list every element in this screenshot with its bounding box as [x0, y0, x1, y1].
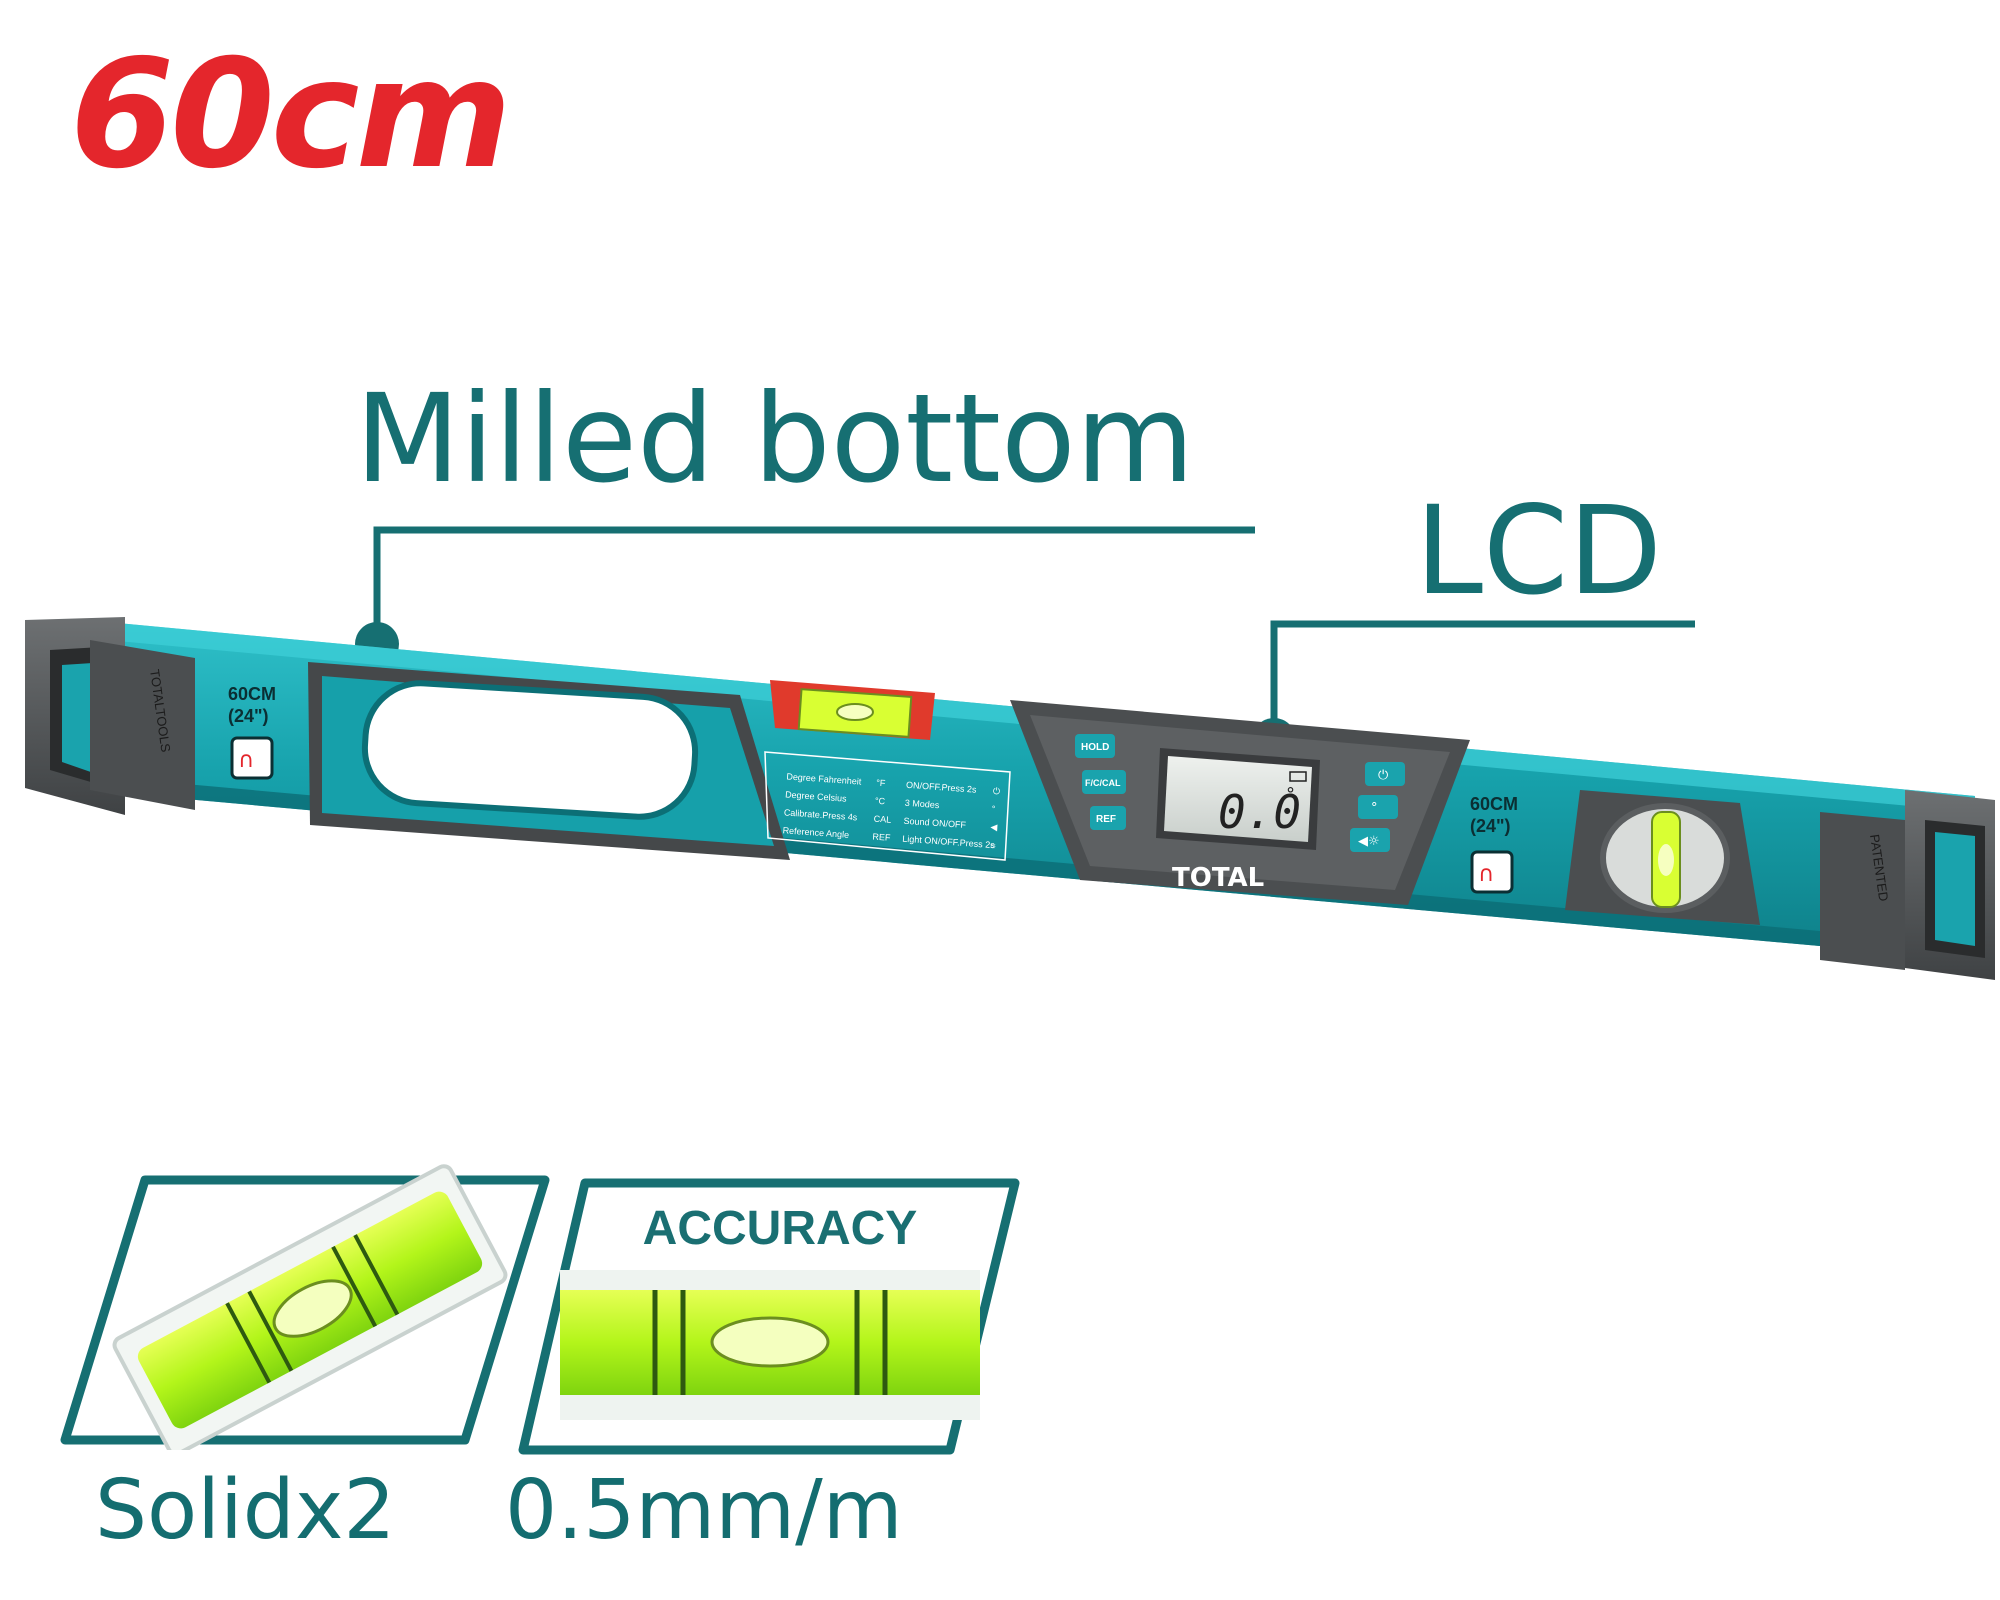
- hold-button[interactable]: HOLD: [1075, 734, 1115, 758]
- magnet-icon: [1470, 850, 1514, 894]
- legend-left-4: Reference Angle: [782, 825, 849, 840]
- length-mark-left-metric: 60CM: [228, 684, 276, 704]
- top-vial: [770, 680, 935, 740]
- power-button[interactable]: ⏻: [1365, 762, 1405, 786]
- lcd-reading: 0.0: [1218, 785, 1301, 839]
- length-mark-right-imperial: (24"): [1470, 816, 1511, 836]
- f-c-cal-button[interactable]: F/C/CAL: [1082, 770, 1126, 794]
- legend-left-4-key: REF: [872, 832, 891, 843]
- legend-right-1: ON/OFF.Press 2s: [906, 780, 978, 795]
- legend-right-3: Sound ON/OFF: [903, 816, 967, 830]
- length-mark-right: 60CM (24") ∩: [1470, 794, 1518, 894]
- length-mark-left: 60CM (24") ∩: [228, 684, 276, 780]
- spirit-level-illustration: TOTALTOOLS PATENTED 60CM (24") ∩ 60CM (2…: [25, 526, 1995, 980]
- legend-left-2-key: °C: [875, 796, 886, 807]
- legend-left-3-key: CAL: [873, 814, 891, 825]
- legend-right-3-key: ◀: [990, 822, 998, 832]
- milled-callout-line: [373, 526, 1255, 640]
- solid-vials-caption: Solidx2: [95, 1463, 396, 1558]
- svg-text:HOLD: HOLD: [1081, 742, 1109, 753]
- svg-text:F/C/CAL: F/C/CAL: [1085, 778, 1121, 788]
- lcd-buttons-right: ⏻ ° ◀☼: [1350, 762, 1405, 852]
- rotary-vial: [1565, 790, 1760, 925]
- lcd-screen: 0.0 °: [1156, 748, 1320, 850]
- magnet-icon: [230, 736, 274, 780]
- battery-icon: [1289, 771, 1307, 782]
- accuracy-panel: [518, 1178, 1020, 1455]
- vial-tube: [112, 1164, 508, 1450]
- power-icon: ⏻: [1378, 768, 1388, 783]
- accuracy-caption: 0.5mm/m: [505, 1463, 903, 1558]
- lcd-callout-line: [1270, 620, 1695, 735]
- mode-icon: °: [1371, 801, 1378, 816]
- legend-left-1-key: °F: [876, 778, 886, 789]
- length-mark-left-imperial: (24"): [228, 706, 269, 726]
- lcd-buttons-left: HOLD F/C/CAL REF: [1075, 734, 1126, 830]
- ref-button[interactable]: REF: [1090, 806, 1126, 830]
- length-mark-right-metric: 60CM: [1470, 794, 1518, 814]
- legend-right-2: 3 Modes: [905, 798, 941, 810]
- lcd-degree: °: [1286, 784, 1295, 805]
- milled-bottom-label: Milled bottom: [355, 368, 1195, 510]
- lcd-label: LCD: [1415, 480, 1663, 622]
- svg-text:∩: ∩: [1478, 862, 1494, 887]
- sound-light-button[interactable]: ◀☼: [1350, 828, 1390, 852]
- svg-text:REF: REF: [1096, 814, 1116, 825]
- mode-button[interactable]: °: [1358, 795, 1398, 819]
- accuracy-vial: [560, 1270, 980, 1420]
- right-end-cap: [1820, 790, 1995, 980]
- milled-handle: [308, 662, 790, 860]
- legend-left-2: Degree Celsius: [785, 789, 848, 803]
- sound-light-icon: ◀☼: [1358, 834, 1380, 849]
- legend-right-4-key: ☼: [989, 840, 998, 851]
- solid-vials-panel: [60, 1164, 550, 1450]
- function-legend: Degree Fahrenheit °F Degree Celsius °C C…: [764, 751, 1011, 861]
- legend-right-2-key: °: [991, 804, 996, 814]
- accuracy-title: ACCURACY: [642, 1202, 918, 1255]
- size-heading: 60cm: [70, 28, 512, 202]
- brand-logo: TOTAL: [1172, 863, 1264, 893]
- svg-text:∩: ∩: [238, 748, 254, 773]
- legend-right-1-key: ⏻: [993, 786, 1001, 796]
- left-end-cap: [25, 617, 195, 815]
